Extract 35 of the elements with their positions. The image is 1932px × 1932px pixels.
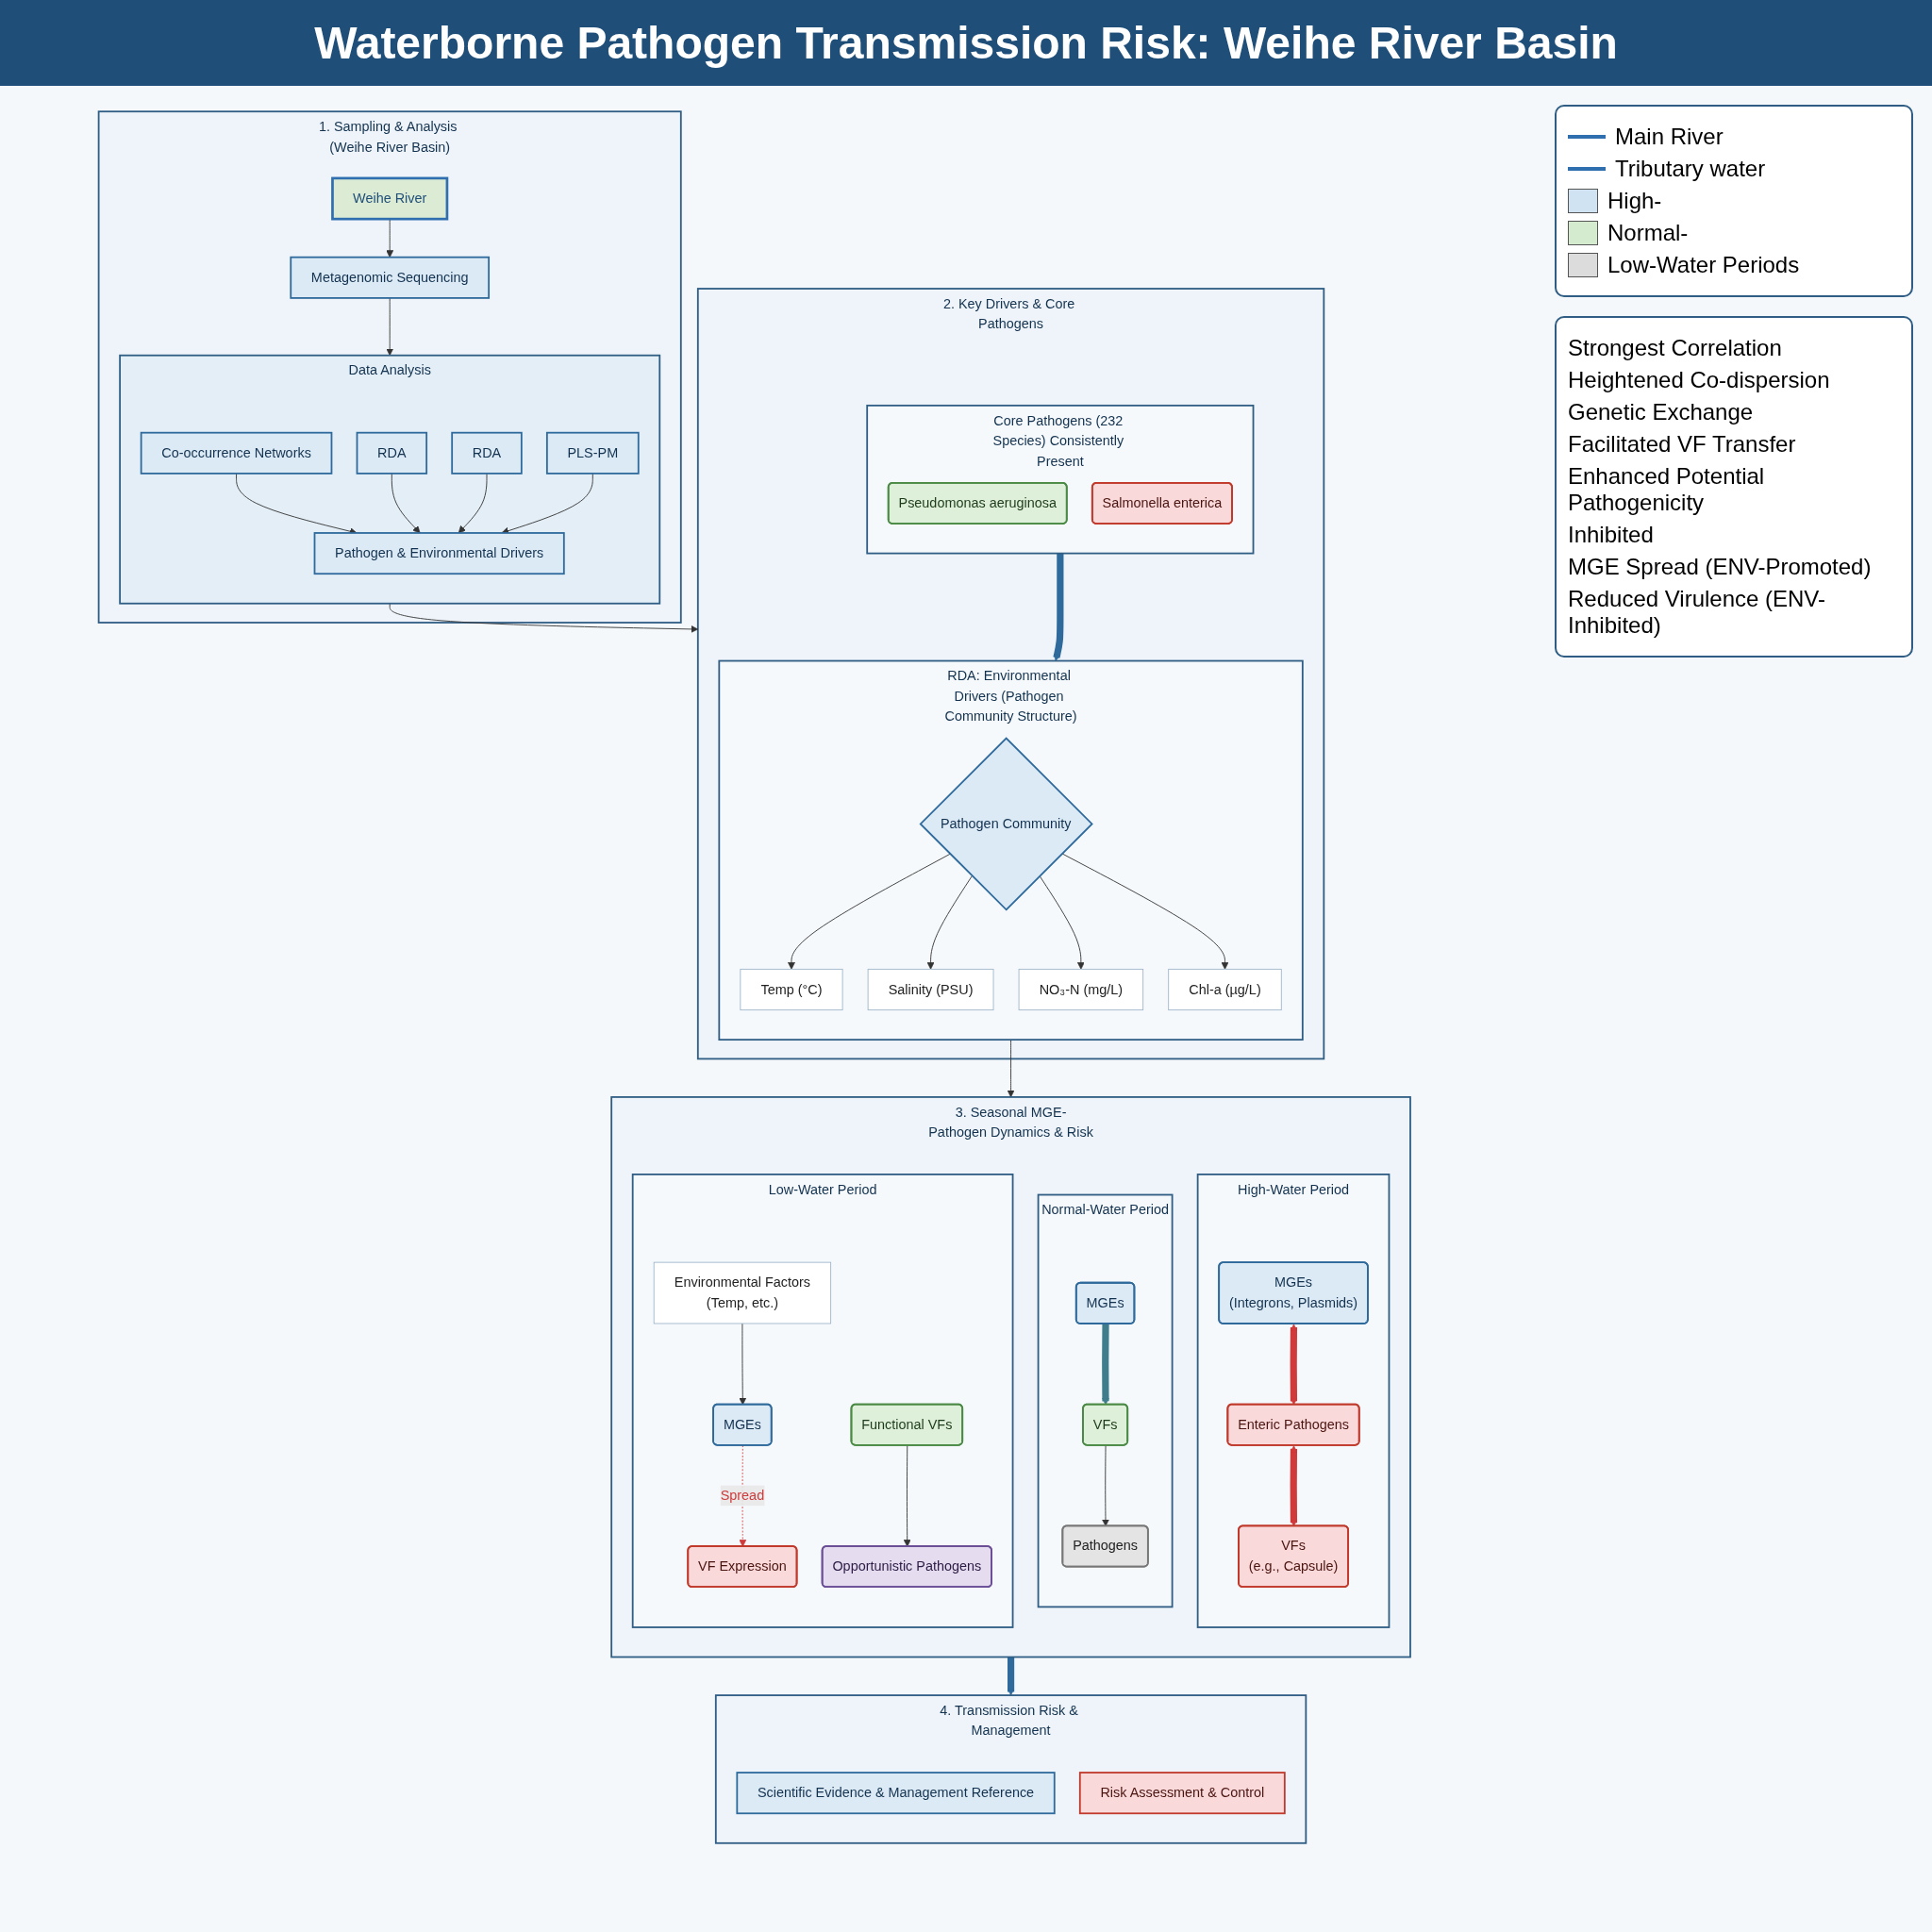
note-text: Enhanced Potential Pathogenicity [1568, 463, 1766, 516]
arrow [1007, 1657, 1015, 1696]
node-box: Environmental Factors (Temp, etc.) [653, 1261, 832, 1324]
note-text: Facilitated VF Transfer [1568, 431, 1797, 458]
node-box: Pathogen & Environmental Drivers [313, 532, 565, 575]
legend-text: Normal- [1607, 220, 1689, 246]
node-box: Temp (°C) [740, 968, 843, 1011]
legend-text: Tributary water [1615, 156, 1766, 182]
arrow [1290, 1445, 1298, 1527]
note-text: MGE Spread (ENV-Promoted) [1568, 554, 1873, 580]
arrow [1053, 553, 1064, 661]
node-diamond: Pathogen Community [919, 737, 1093, 911]
arrow [1290, 1324, 1298, 1406]
note-text: Genetic Exchange [1568, 399, 1755, 425]
edge-label: Spread [720, 1488, 765, 1503]
note-text: Heightened Co-dispersion [1568, 367, 1831, 393]
note-text: Inhibited [1568, 522, 1655, 548]
legend-text: High- [1607, 188, 1662, 214]
note-text: Strongest Correlation [1568, 335, 1783, 361]
node-box: RDA [451, 431, 523, 475]
node-box: Co-occurrence Networks [140, 431, 333, 475]
note-text: Reduced Virulence (ENV-Inhibited) [1568, 586, 1827, 639]
node-box: Chl-a (µg/L) [1168, 968, 1282, 1011]
node-box: Salinity (PSU) [867, 968, 994, 1011]
node-box: NO₃-N (mg/L) [1018, 968, 1144, 1011]
node-box: PLS-PM [545, 431, 640, 475]
node-box: Weihe River [331, 176, 449, 221]
legend-text: Low-Water Periods [1607, 252, 1800, 278]
node-box: Metagenomic Sequencing [290, 256, 491, 299]
legend-text: Main River [1615, 124, 1724, 150]
arrow [1102, 1324, 1109, 1406]
node-box: Risk Assessment & Control [1078, 1772, 1286, 1815]
node-box: Scientific Evidence & Management Reference [736, 1772, 1056, 1815]
title: Waterborne Pathogen Transmission Risk: Weihe River Basin [0, 0, 1932, 86]
node-box: RDA [356, 431, 428, 475]
